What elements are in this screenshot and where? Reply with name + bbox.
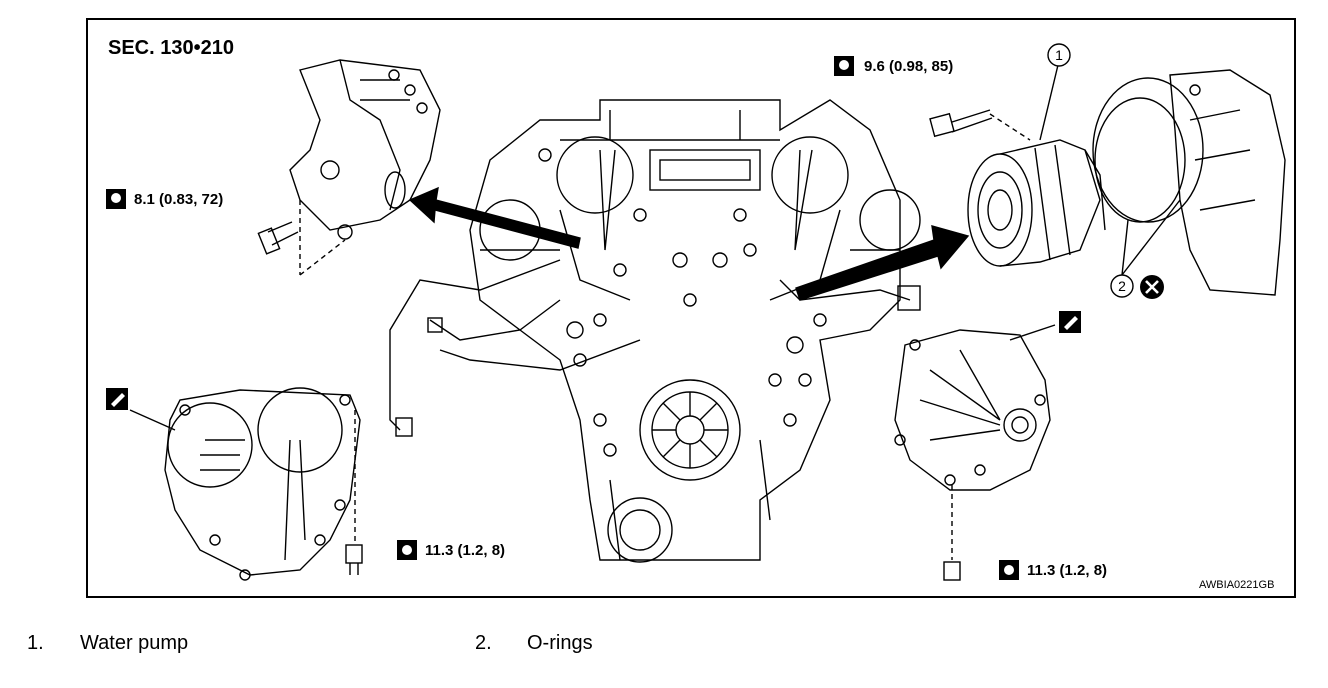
callout-one-leader bbox=[1039, 64, 1059, 141]
sealant-icon bbox=[1059, 311, 1081, 333]
callout-two-circle bbox=[1110, 274, 1134, 298]
torque-label-left-upper: 8.1 (0.83, 72) bbox=[134, 191, 224, 208]
timing-cover-lower-left bbox=[129, 387, 361, 581]
direction-arrows bbox=[408, 186, 970, 301]
torque-wrench-icon bbox=[834, 56, 854, 76]
sealant-icon bbox=[106, 388, 128, 410]
water-pump bbox=[967, 139, 1106, 267]
callout-two-leader bbox=[1121, 199, 1181, 276]
callout-one-label: 1 bbox=[1055, 47, 1063, 63]
legend-item-1-label: Water pump bbox=[80, 632, 189, 654]
bolt-upper-left bbox=[257, 221, 299, 255]
torque-wrench-icon bbox=[106, 189, 126, 209]
timing-bracket-part bbox=[289, 59, 441, 276]
bolt-top-right bbox=[929, 109, 1031, 141]
arrow-to-water-pump bbox=[795, 225, 970, 301]
callout-one-circle bbox=[1047, 43, 1071, 67]
bolt-bottom-left bbox=[345, 544, 363, 575]
engine-block bbox=[389, 99, 921, 563]
legend-item-2-number: 2. bbox=[475, 632, 492, 654]
callout-two-label: 2 bbox=[1118, 278, 1126, 294]
legend-item-2-label: O-rings bbox=[527, 632, 593, 654]
section-label: SEC. 130•210 bbox=[108, 37, 234, 59]
engine-cover-detail bbox=[1169, 69, 1286, 296]
arrow-to-left-part bbox=[408, 186, 581, 249]
bolt-bottom-right bbox=[943, 561, 961, 581]
do-not-reuse-icon bbox=[1140, 275, 1164, 299]
legend-item-1-number: 1. bbox=[27, 632, 44, 654]
torque-wrench-icon bbox=[999, 560, 1019, 580]
torque-label-bottom-center: 11.3 (1.2, 8) bbox=[425, 542, 506, 559]
figure-code: AWBIA0221GB bbox=[1199, 579, 1275, 591]
torque-label-bottom-right: 11.3 (1.2, 8) bbox=[1027, 562, 1108, 579]
torque-wrench-icon bbox=[397, 540, 417, 560]
torque-label-top-right: 9.6 (0.98, 85) bbox=[864, 58, 954, 75]
o-rings bbox=[1092, 77, 1204, 223]
timing-cover-lower-right bbox=[894, 324, 1056, 560]
